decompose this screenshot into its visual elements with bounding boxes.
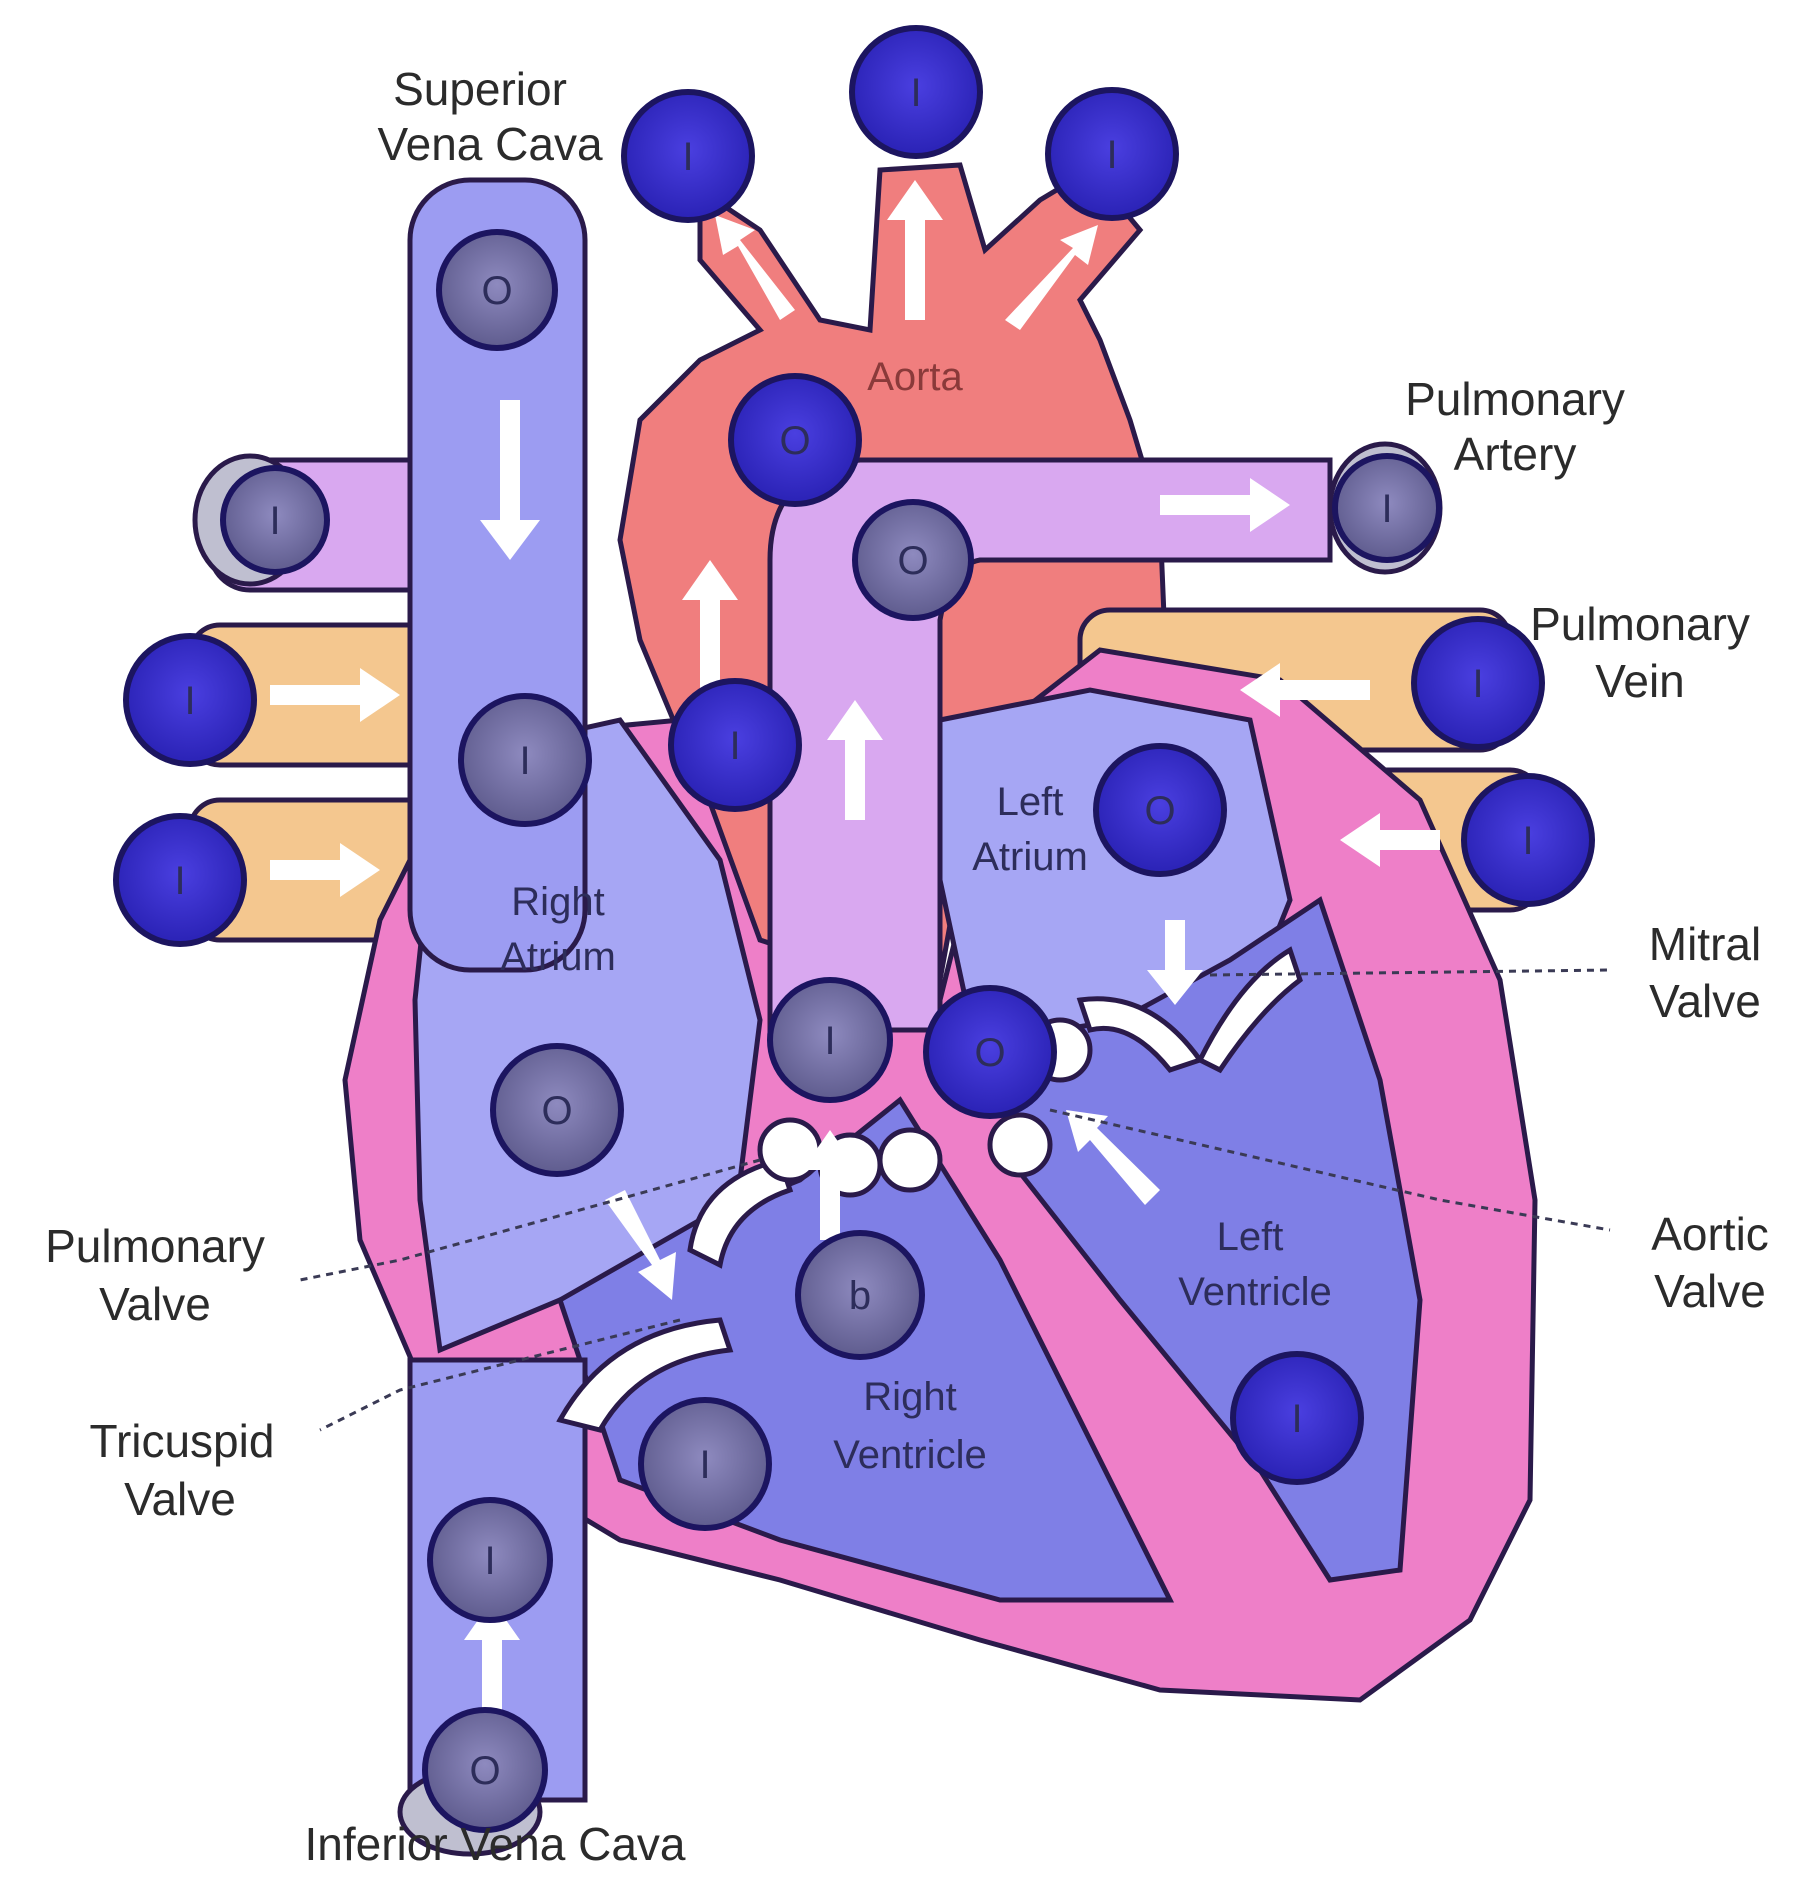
marker-right-ventricle-lower: I (641, 1400, 769, 1528)
marker-left-atrium: O (1096, 746, 1224, 874)
label-mitral-valve-line1: Mitral (1649, 918, 1761, 970)
marker-text: I (824, 1019, 835, 1063)
label-left-atrium-line1: Left (997, 780, 1064, 824)
marker-pa-left-cap: I (223, 468, 327, 572)
marker-pvein-right-2: I (1464, 776, 1592, 904)
marker-right-ventricle-upper: b (798, 1233, 922, 1357)
marker-text: I (174, 859, 185, 903)
marker-pa-right-cap: I (1335, 456, 1439, 560)
marker-top-center: I (852, 28, 980, 156)
marker-text: I (1106, 133, 1117, 177)
marker-text: I (699, 1443, 710, 1487)
label-pulmonary-valve-line1: Pulmonary (45, 1220, 265, 1272)
marker-ivc-upper: I (430, 1500, 550, 1620)
label-mitral-valve-line2: Valve (1649, 975, 1761, 1027)
marker-text: I (269, 499, 280, 543)
marker-top-left: I (624, 92, 752, 220)
label-pulmonary-vein-line1: Pulmonary (1530, 598, 1750, 650)
marker-text: O (469, 1749, 500, 1793)
marker-text: I (1472, 662, 1483, 706)
marker-ivc-lower: O (425, 1710, 545, 1830)
marker-aorta-lower: I (671, 681, 799, 809)
marker-text: O (1144, 789, 1175, 833)
marker-svc-lower: I (461, 696, 589, 824)
label-left-atrium-line2: Atrium (972, 835, 1088, 879)
marker-left-ventricle: I (1233, 1354, 1361, 1482)
marker-text: O (481, 269, 512, 313)
marker-text: I (729, 724, 740, 768)
label-superior-vena-cava-line2: Vena Cava (377, 118, 602, 170)
label-inferior-vena-cava: Inferior Vena Cava (304, 1818, 685, 1870)
marker-pv-left-1: I (126, 636, 254, 764)
marker-top-right: I (1048, 90, 1176, 218)
marker-text: I (682, 135, 693, 179)
marker-text: I (519, 739, 530, 783)
marker-text: I (1381, 487, 1392, 531)
pulmonary-valve-cusp-3 (880, 1130, 940, 1190)
marker-aorta: O (731, 376, 859, 504)
marker-svc: O (439, 232, 555, 348)
label-aortic-valve-line1: Aortic (1651, 1208, 1769, 1260)
label-superior-vena-cava-line1: Superior (393, 63, 567, 115)
label-left-ventricle-line1: Left (1217, 1215, 1284, 1259)
marker-text: b (849, 1274, 871, 1318)
aortic-valve-cusp-2 (990, 1115, 1050, 1175)
marker-text: I (1291, 1397, 1302, 1441)
marker-pv-left-2: I (116, 816, 244, 944)
marker-text: O (974, 1031, 1005, 1075)
label-aortic-valve-line2: Valve (1654, 1265, 1766, 1317)
label-right-atrium-line1: Right (511, 880, 604, 924)
marker-text: I (484, 1539, 495, 1583)
marker-aortic-valve: O (926, 988, 1054, 1116)
label-right-ventricle-line1: Right (863, 1375, 956, 1419)
label-right-atrium-line2: Atrium (500, 935, 616, 979)
marker-text: O (897, 539, 928, 583)
label-aorta: Aorta (867, 355, 963, 399)
label-pulmonary-valve-line2: Valve (99, 1278, 211, 1330)
marker-text: I (910, 71, 921, 115)
marker-pa-trunk: O (855, 502, 971, 618)
marker-text: O (541, 1089, 572, 1133)
marker-pvein-right-1: I (1414, 619, 1542, 747)
label-tricuspid-valve-line1: Tricuspid (90, 1415, 275, 1467)
marker-text: I (1522, 819, 1533, 863)
label-pulmonary-vein-line2: Vein (1595, 655, 1685, 707)
label-tricuspid-valve-line2: Valve (124, 1473, 236, 1525)
label-pulmonary-artery-line1: Pulmonary (1405, 373, 1625, 425)
marker-text: I (184, 679, 195, 723)
label-right-ventricle-line2: Ventricle (833, 1433, 986, 1477)
marker-right-atrium: O (493, 1046, 621, 1174)
pulmonary-valve-cusp-1 (760, 1120, 820, 1180)
marker-pulmonary-valve: I (770, 980, 890, 1100)
marker-text: O (779, 419, 810, 463)
label-left-ventricle-line2: Ventricle (1178, 1270, 1331, 1314)
label-pulmonary-artery-line2: Artery (1454, 428, 1577, 480)
